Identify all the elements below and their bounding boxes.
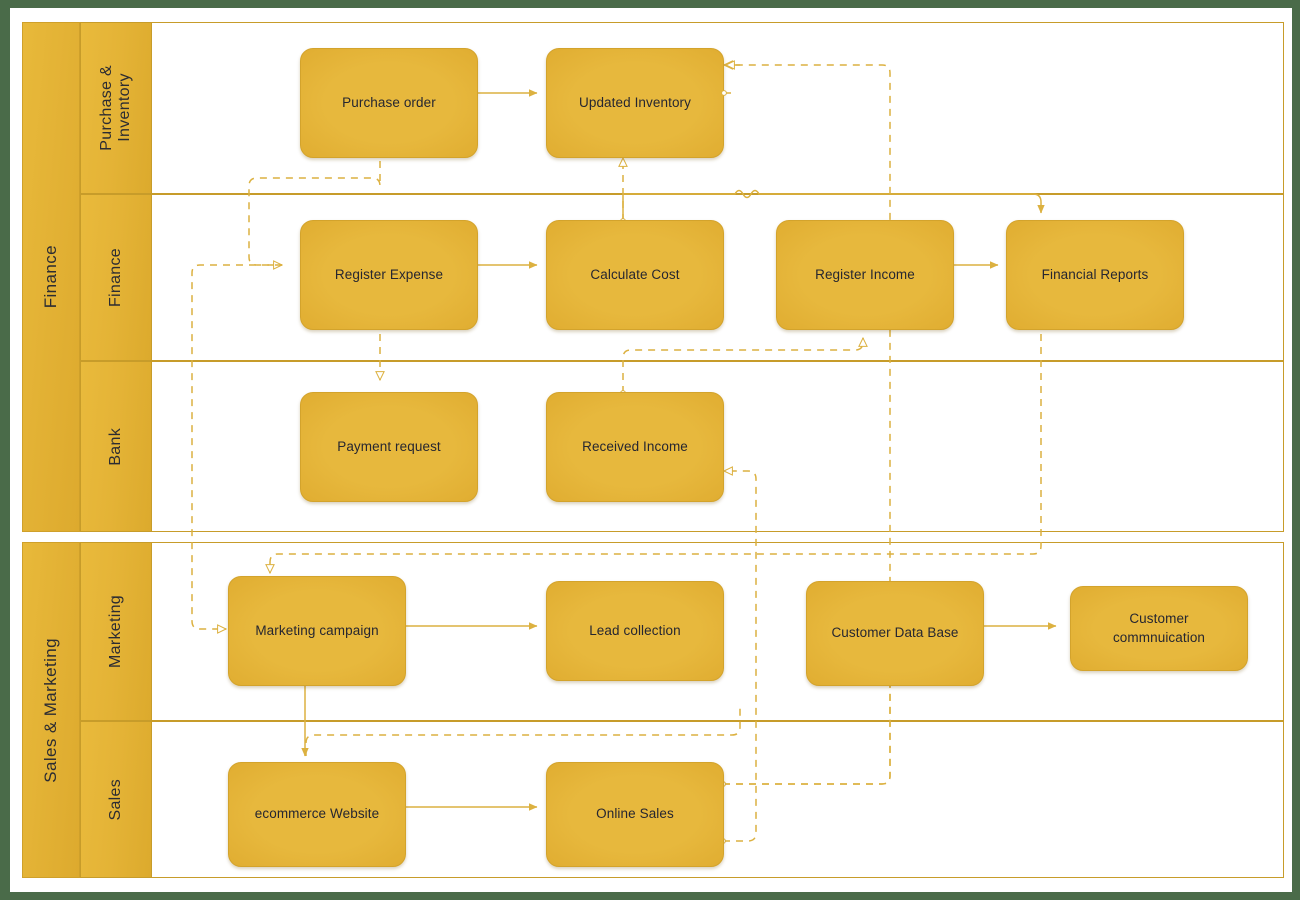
node-updated-inventory[interactable]: Updated Inventory	[546, 48, 724, 158]
node-label-register-expense: Register Expense	[334, 266, 444, 282]
lane-header-marketing: Marketing	[80, 542, 152, 721]
diagram-canvas: Finance Purchase & Inventory Finance Ban…	[10, 8, 1292, 892]
lane-header-sales: Sales	[80, 721, 152, 878]
node-label-financial-reports: Financial Reports	[1041, 266, 1149, 282]
node-customer-data-base[interactable]: Customer Data Base	[806, 581, 984, 686]
node-label-received-income: Received Income	[582, 438, 688, 454]
node-customer-communication[interactable]: Customer commnuication	[1070, 586, 1248, 671]
node-label-purchase-order: Purchase order	[342, 94, 436, 110]
node-label-payment-request: Payment request	[337, 438, 441, 454]
node-payment-request[interactable]: Payment request	[300, 392, 478, 502]
group-header-finance: Finance	[22, 22, 80, 532]
node-received-income[interactable]: Received Income	[546, 392, 724, 502]
node-calculate-cost[interactable]: Calculate Cost	[546, 220, 724, 330]
node-label-updated-inventory: Updated Inventory	[578, 94, 692, 110]
node-marketing-campaign[interactable]: Marketing campaign	[228, 576, 406, 686]
lane-label-finance: Finance	[107, 247, 124, 308]
node-purchase-order[interactable]: Purchase order	[300, 48, 478, 158]
node-label-online-sales: Online Sales	[596, 806, 674, 822]
node-register-income[interactable]: Register Income	[776, 220, 954, 330]
node-label-ecommerce-website: ecommerce Website	[254, 806, 380, 822]
lane-label-sales: Sales	[107, 778, 124, 821]
node-ecommerce-website[interactable]: ecommerce Website	[228, 762, 406, 867]
lane-label-purchase-inventory: Purchase & Inventory	[98, 65, 133, 151]
lane-label-marketing: Marketing	[107, 595, 124, 668]
group-label-finance: Finance	[41, 245, 60, 309]
node-label-calculate-cost: Calculate Cost	[590, 266, 680, 282]
node-financial-reports[interactable]: Financial Reports	[1006, 220, 1184, 330]
lane-header-finance: Finance	[80, 194, 152, 361]
node-online-sales[interactable]: Online Sales	[546, 762, 724, 867]
group-label-sales-marketing: Sales & Marketing	[41, 637, 60, 783]
node-label-lead-collection: Lead collection	[589, 622, 681, 638]
node-register-expense[interactable]: Register Expense	[300, 220, 478, 330]
node-label-customer-data-base: Customer Data Base	[831, 625, 959, 641]
group-header-sales-marketing: Sales & Marketing	[22, 542, 80, 878]
node-lead-collection[interactable]: Lead collection	[546, 581, 724, 681]
lane-header-purchase-inventory: Purchase & Inventory	[80, 22, 152, 194]
node-label-marketing-campaign: Marketing campaign	[255, 622, 379, 638]
node-label-register-income: Register Income	[815, 266, 915, 282]
lane-label-bank: Bank	[107, 427, 124, 466]
lane-header-bank: Bank	[80, 361, 152, 532]
node-label-customer-communication: Customer commnuication	[1112, 611, 1206, 645]
